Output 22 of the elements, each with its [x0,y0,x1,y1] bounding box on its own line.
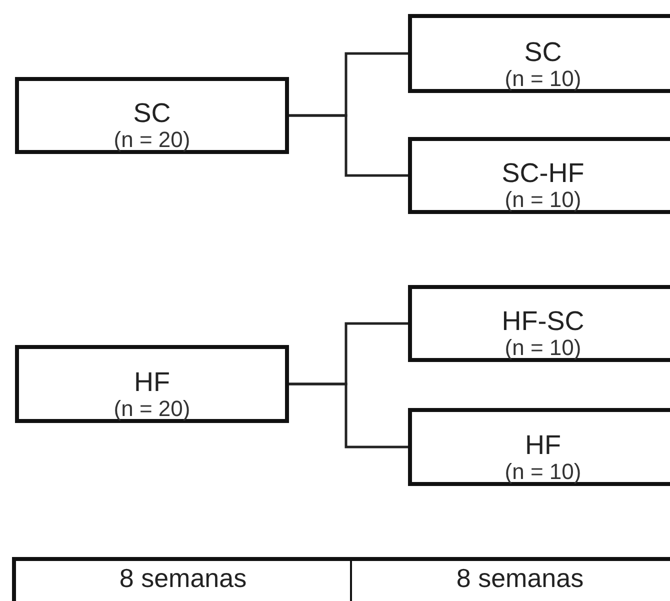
group-name: HF [525,430,561,460]
sample-size-label: (n = 20) [114,128,190,152]
sample-size-label: (n = 10) [504,460,582,484]
connector-line [289,114,408,177]
group-box [15,77,289,154]
group-name: SC [524,37,562,67]
sample-size-label: (n = 20) [114,397,190,421]
group-box [408,137,670,214]
connector-line [289,382,408,448]
group-box [15,345,289,423]
duration-label: 8 semanas [456,563,584,595]
group-box [408,14,670,93]
sample-size-label: (n = 10) [504,188,582,212]
group-name: SC [133,98,171,128]
group-name: HF [134,367,170,397]
group-name: SC-HF [502,158,584,188]
group-name: HF-SC [502,306,584,336]
group-box [408,408,670,486]
sample-size-label: (n = 10) [504,336,582,360]
group-box [408,285,670,362]
sample-size-label: (n = 10) [504,67,582,91]
duration-label: 8 semanas [119,563,247,595]
